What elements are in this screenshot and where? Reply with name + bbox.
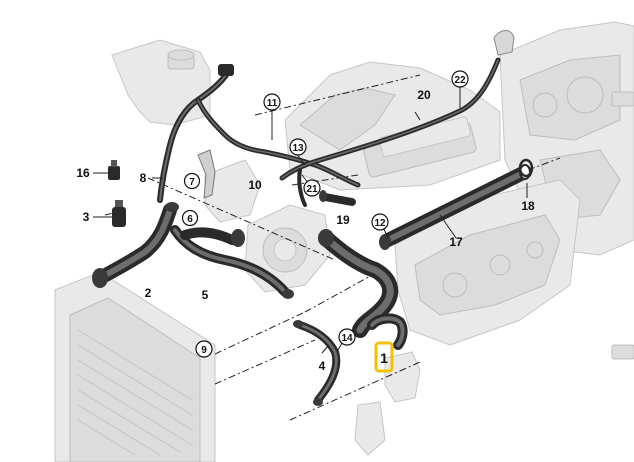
callout-2: 2 xyxy=(145,286,152,300)
hose-main xyxy=(318,229,399,338)
callout-22: 22 xyxy=(451,70,469,88)
hose-20 xyxy=(279,30,515,181)
valve-ghost xyxy=(354,91,634,456)
svg-text:6: 6 xyxy=(187,214,193,225)
svg-text:13: 13 xyxy=(292,143,304,154)
callout-12: 12 xyxy=(371,213,389,231)
svg-text:7: 7 xyxy=(189,177,195,188)
bracket-7 xyxy=(197,149,216,199)
callout-6: 6 xyxy=(181,209,199,227)
svg-text:22: 22 xyxy=(454,75,466,86)
callout-8: 8 xyxy=(140,171,147,185)
callout-17: 17 xyxy=(449,235,463,249)
svg-text:11: 11 xyxy=(267,98,278,109)
svg-text:14: 14 xyxy=(341,333,353,344)
hose-11 xyxy=(195,97,361,188)
callout-5: 5 xyxy=(202,288,209,302)
hose-5 xyxy=(170,225,294,299)
callout-3: 3 xyxy=(83,210,90,224)
callout-18: 18 xyxy=(521,199,535,213)
sensor-16 xyxy=(108,160,120,180)
hose-1 xyxy=(367,313,408,350)
svg-text:1: 1 xyxy=(380,350,388,366)
hose-4 xyxy=(293,320,341,406)
callout-9: 9 xyxy=(195,340,213,358)
callout-1-highlighted: 1 xyxy=(374,341,394,373)
callout-21: 21 xyxy=(303,179,321,197)
hose-8 xyxy=(157,64,234,203)
o-ring-18 xyxy=(518,158,534,178)
svg-text:12: 12 xyxy=(374,218,386,229)
svg-text:21: 21 xyxy=(306,184,318,195)
callout-13: 13 xyxy=(289,138,307,156)
callout-14: 14 xyxy=(338,328,356,346)
hose-21 xyxy=(297,168,307,207)
callout-4: 4 xyxy=(319,359,326,373)
cylinder-head-ghost xyxy=(284,61,501,191)
callout-19: 19 xyxy=(336,213,350,227)
hose-2 xyxy=(92,202,179,288)
callout-16: 16 xyxy=(76,166,90,180)
callout-10: 10 xyxy=(248,178,262,192)
svg-text:9: 9 xyxy=(201,345,207,356)
sensor-3 xyxy=(112,200,126,227)
expansion-tank-ghost xyxy=(111,39,211,126)
engine-lower-ghost xyxy=(394,179,581,346)
hose-19 xyxy=(319,190,356,206)
callout-11: 11 xyxy=(263,93,281,111)
radiator-ghost xyxy=(54,271,216,462)
callout-20: 20 xyxy=(417,88,431,102)
callout-7: 7 xyxy=(183,172,201,190)
assembly-lines xyxy=(104,74,561,421)
